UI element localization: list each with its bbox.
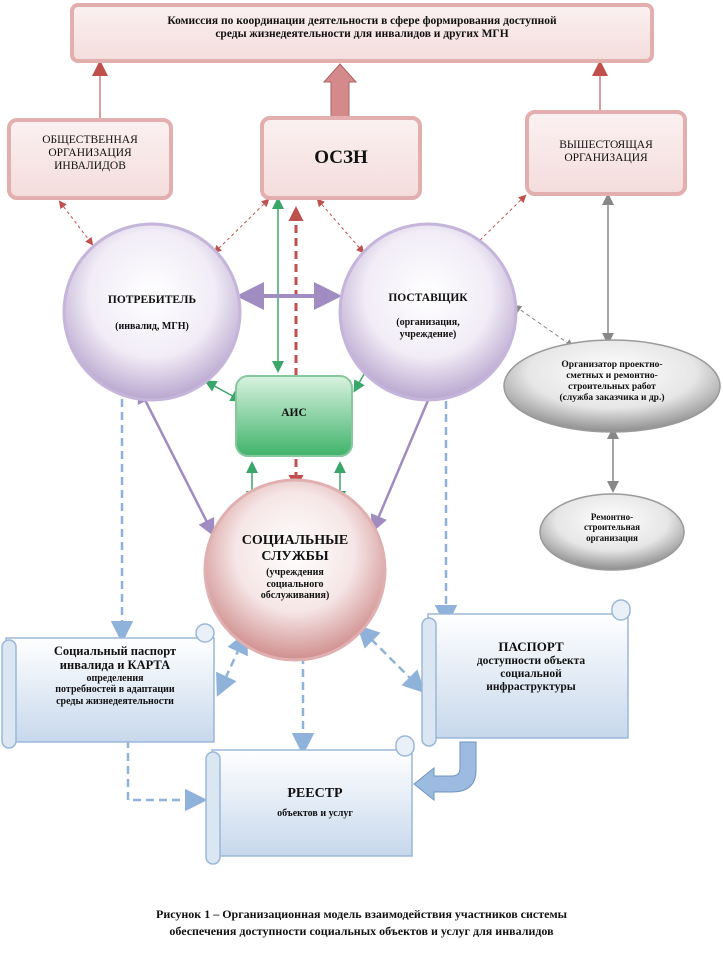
public-org-line-3: ИНВАЛИДОВ <box>54 160 126 173</box>
repair-org-label: Ремонтно- строительная организация <box>552 512 672 543</box>
ais-label: АИС <box>281 407 307 419</box>
organizer-line-2: сметных и ремонтно- <box>566 370 658 381</box>
passport-line-4: инфраструктуры <box>486 681 576 694</box>
commission-line-2: среды жизнедеятельности для инвалидов и … <box>215 28 509 41</box>
supplier-subtitle-1: (организация, <box>396 317 460 329</box>
supplier-title: ПОСТАВЩИК <box>388 292 468 304</box>
supplier-subtitle-2: учреждение) <box>399 328 457 340</box>
link-oszn-supplier <box>316 198 365 254</box>
commission-label: Комиссия по координации деятельности в с… <box>74 15 650 41</box>
higher-org-line-1: ВЫШЕСТОЯЩАЯ <box>559 139 653 151</box>
link-consumer-ais <box>204 380 243 402</box>
organizer-line-1: Организатор проектно- <box>561 360 663 370</box>
passport-line-2: доступности объекта <box>476 654 586 667</box>
passport-scroll <box>421 599 631 747</box>
social-passport-line-3: определения <box>86 672 144 684</box>
organizer-label: Организатор проектно- сметных и ремонтно… <box>520 360 704 404</box>
social-services-title-1: СОЦИАЛЬНЫЕ <box>241 533 349 548</box>
caption-line-1: Рисунок 1 – Организационная модель взаим… <box>155 907 568 921</box>
link-social-passport-object <box>356 624 426 694</box>
registry-scroll <box>205 735 415 865</box>
passport-line-1: ПАСПОРТ <box>498 639 564 654</box>
social-passport-line-5: среды жизнедеятельности <box>56 695 174 707</box>
curved-arrow-passport-registry <box>413 741 477 802</box>
higher-org-box <box>525 110 687 196</box>
public-org-line-1: ОБЩЕСТВЕННАЯ <box>42 134 138 146</box>
oszn-label: ОСЗН <box>314 147 368 168</box>
public-org-line-2: ОРГАНИЗАЦИЯ <box>48 147 132 160</box>
social-services-sub-2: социального <box>266 578 324 590</box>
social-services-sub-1: (учреждения <box>266 567 324 579</box>
higher-org-line-2: ОРГАНИЗАЦИЯ <box>564 152 648 165</box>
commission-box <box>70 3 654 63</box>
social-passport-line-4: потребностей в адаптации <box>55 684 175 696</box>
supplier-label: ПОСТАВЩИК (организация, учреждение) <box>358 292 498 340</box>
social-passport-scroll <box>1 623 215 749</box>
consumer-title: ПОТРЕБИТЕЛЬ <box>107 294 197 306</box>
commission-line-1: Комиссия по координации деятельности в с… <box>167 15 557 27</box>
registry-title: РЕЕСТР <box>287 786 343 801</box>
passport-label: ПАСПОРТ доступности объекта социальной и… <box>436 639 626 695</box>
figure-caption: Рисунок 1 – Организационная модель взаим… <box>40 906 683 941</box>
passport-line-3: социальной <box>500 668 562 681</box>
organizer-ellipse <box>503 339 721 433</box>
registry-subtitle: объектов и услуг <box>277 808 353 820</box>
public-org-box <box>7 118 173 200</box>
caption-line-2: обеспечения доступности социальных объек… <box>169 924 554 939</box>
consumer-subtitle: (инвалид, МГН) <box>115 321 189 333</box>
organizer-line-3: строительных работ <box>568 381 656 392</box>
link-higher-org-supplier <box>472 194 527 248</box>
repair-org-line-1: Ремонтно- <box>590 512 634 522</box>
social-services-circle <box>203 478 387 662</box>
social-services-sub-3: обслуживания) <box>260 590 330 602</box>
repair-org-ellipse <box>539 493 685 571</box>
link-consumer-social <box>137 385 215 537</box>
public-org-label: ОБЩЕСТВЕННАЯ ОРГАНИЗАЦИЯ ИНВАЛИДОВ <box>12 134 168 174</box>
link-oszn-consumer <box>213 198 270 254</box>
social-passport-line-1: Социальный паспорт <box>53 644 177 658</box>
link-supplier-organizer <box>513 304 574 348</box>
repair-org-line-3: организация <box>586 532 638 543</box>
link-social-passport-registry <box>126 740 208 812</box>
social-services-label: СОЦИАЛЬНЫЕ СЛУЖБЫ (учреждения социальног… <box>215 533 375 602</box>
social-passport-label: Социальный паспорт инвалида и КАРТА опре… <box>18 644 212 707</box>
big-arrow-up <box>322 63 358 119</box>
social-passport-line-2: инвалида и КАРТА <box>59 658 171 673</box>
higher-org-label: ВЫШЕСТОЯЩАЯ ОРГАНИЗАЦИЯ <box>530 139 682 165</box>
link-social-passport-social <box>216 631 248 697</box>
link-public-org-consumer <box>58 200 94 246</box>
oszn-box <box>260 116 422 200</box>
supplier-circle <box>338 222 518 402</box>
social-services-title-2: СЛУЖБЫ <box>261 549 329 565</box>
ais-box <box>235 375 353 457</box>
repair-org-line-2: строительная <box>584 522 640 533</box>
consumer-circle <box>62 222 242 402</box>
registry-label: РЕЕСТР объектов и услуг <box>220 786 410 820</box>
consumer-label: ПОТРЕБИТЕЛЬ (инвалид, МГН) <box>82 294 222 333</box>
organizer-line-4: (служба заказчика и др.) <box>559 392 665 403</box>
